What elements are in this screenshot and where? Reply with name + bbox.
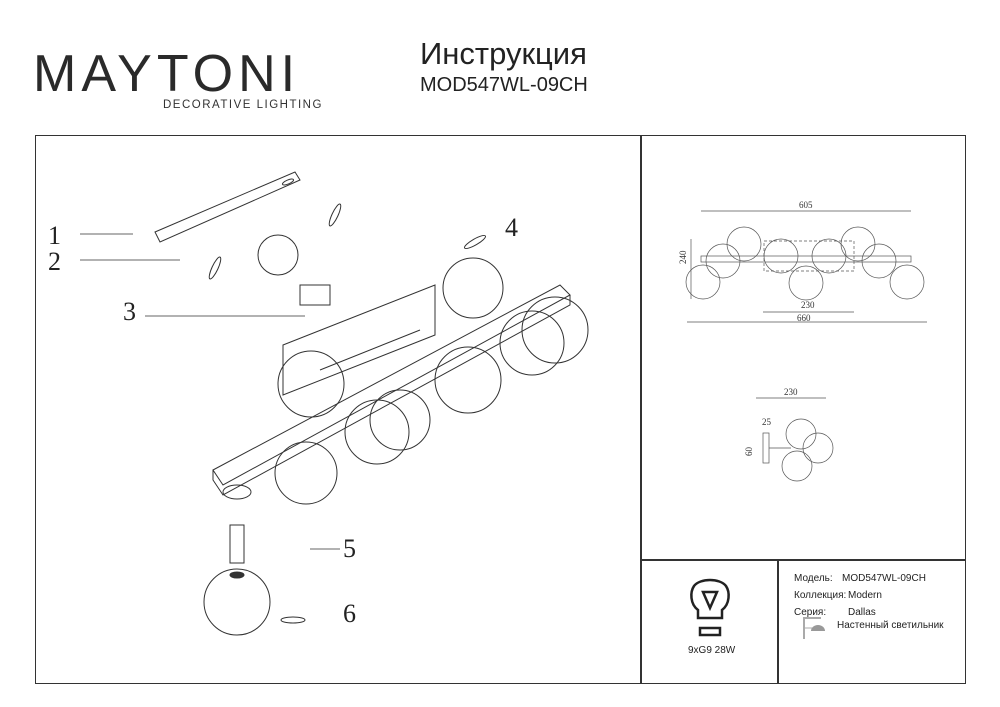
instruction-frame	[35, 135, 966, 684]
series-label: Серия:	[794, 607, 827, 618]
callout-1: 1	[48, 221, 61, 250]
dimension-drawings: 605 240 230 660 230 25 60	[678, 200, 927, 482]
dim-240: 240	[678, 250, 688, 264]
brand-logo: MAYTONI	[33, 45, 301, 103]
callout-3: 3	[123, 297, 136, 326]
model-number: MOD547WL-09CH	[420, 74, 588, 96]
dim-side-25: 25	[762, 417, 772, 427]
wall-lamp-icon	[803, 617, 825, 639]
callout-4: 4	[505, 213, 518, 242]
model-value: MOD547WL-09CH	[842, 573, 926, 584]
dim-side-230: 230	[784, 387, 798, 397]
collection-value: Modern	[848, 590, 882, 601]
series-value: Dallas	[848, 607, 876, 618]
divider	[777, 559, 779, 684]
bulb-spec: 9xG9 28W	[688, 645, 736, 656]
collection-label: Коллекция:	[794, 590, 847, 601]
callout-6: 6	[343, 599, 356, 628]
divider	[640, 135, 642, 684]
dim-230: 230	[801, 300, 815, 310]
divider	[640, 559, 966, 561]
dim-605: 605	[799, 200, 813, 210]
dim-660: 660	[797, 313, 811, 323]
dim-side-60: 60	[744, 447, 754, 457]
brand-tagline: DECORATIVE LIGHTING	[163, 99, 323, 111]
assembly-drawing: 1 2 3 4 5 6	[48, 171, 589, 636]
callout-2: 2	[48, 247, 61, 276]
model-label: Модель:	[794, 573, 833, 584]
callout-5: 5	[343, 534, 356, 563]
document-title: Инструкция	[420, 36, 587, 71]
light-bulb-icon	[690, 578, 730, 637]
fixture-type: Настенный светильник	[837, 620, 944, 631]
